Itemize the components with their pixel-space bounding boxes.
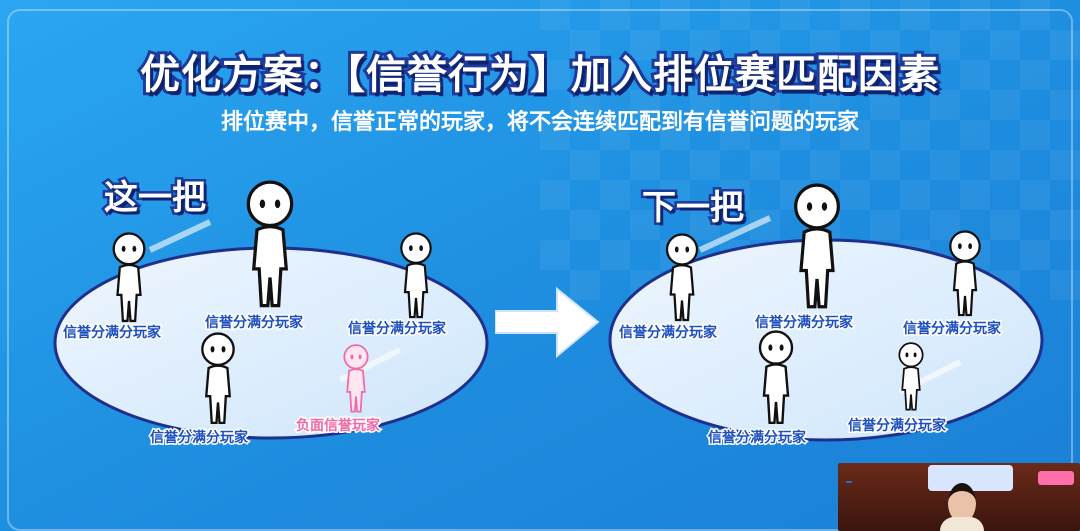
player-label: 信誉分满分玩家 (204, 314, 305, 333)
presenter-avatar (940, 483, 984, 531)
player-figure (665, 233, 699, 322)
player-label: 信誉分满分玩家 (347, 320, 448, 339)
player-figure (201, 332, 235, 425)
player-figure (112, 232, 146, 323)
player-label: 信誉分满分玩家 (754, 314, 855, 333)
page-title: 优化方案：【信誉行为】加入排位赛匹配因素 (137, 49, 942, 101)
player-figure (400, 232, 432, 319)
player-figure (949, 230, 981, 317)
negative-player-figure (343, 344, 369, 413)
page-subtitle: 排位赛中，信誉正常的玩家，将不会连续匹配到有信誉问题的玩家 (220, 110, 859, 135)
player-label: 信誉分满分玩家 (707, 429, 808, 448)
player-figure-large (246, 180, 294, 308)
player-label: 信誉分满分玩家 (62, 324, 163, 343)
player-label: 信誉分满分玩家 (149, 429, 250, 448)
player-figure (758, 330, 794, 424)
player-figure-large (794, 183, 840, 309)
negative-player-label: 负面信誉玩家 (295, 417, 382, 436)
stream-tag-icon (846, 481, 852, 483)
webcam-overlay (838, 463, 1080, 531)
player-label: 信誉分满分玩家 (902, 320, 1003, 339)
player-label: 信誉分满分玩家 (618, 324, 719, 343)
arrow-right-icon (495, 286, 600, 359)
stream-badge-icon (1038, 471, 1074, 485)
this-round-label: 这一把 (102, 176, 209, 221)
player-figure (898, 342, 924, 411)
next-round-label: 下一把 (640, 186, 747, 231)
player-label: 信誉分满分玩家 (847, 417, 948, 436)
